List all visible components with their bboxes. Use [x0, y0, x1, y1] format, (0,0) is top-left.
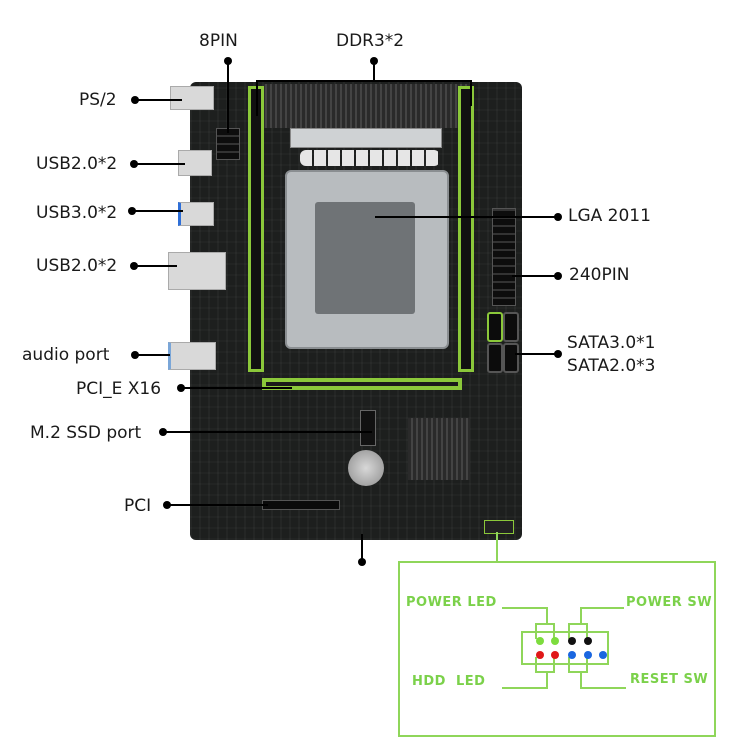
leader-dot	[131, 96, 139, 104]
label-sata3: SATA3.0*1	[567, 333, 656, 353]
vrm-caps	[300, 150, 440, 166]
sata3-port	[487, 312, 503, 342]
sata2-port-3	[503, 343, 519, 373]
pin-power-sw-1	[568, 637, 576, 645]
dimm-slot-2	[458, 86, 474, 372]
reset-sw-line	[580, 671, 582, 689]
hdd-led-bracket	[535, 657, 555, 673]
label-usb30: USB3.0*2	[36, 203, 118, 223]
vrm-heatsink	[262, 84, 472, 128]
label-ddr3: DDR3*2	[336, 31, 405, 51]
label-pcie-x16: PCI_E X16	[76, 379, 162, 399]
leader-line	[168, 504, 268, 506]
leader-line	[515, 353, 557, 355]
power-led-line	[502, 607, 548, 609]
leader-line	[182, 387, 292, 389]
audio-jack	[168, 342, 216, 370]
leader-dot	[358, 558, 366, 566]
label-power-sw: POWER SW	[626, 595, 713, 610]
leader-dot	[130, 262, 138, 270]
leader-line	[135, 265, 177, 267]
pin-extra	[599, 651, 607, 659]
leader-line	[375, 216, 555, 218]
label-m2-ssd-port: M.2 SSD port	[30, 423, 142, 443]
label-audio-port: audio port	[22, 345, 110, 365]
sata2-port-2	[487, 343, 503, 373]
label-ps2: PS/2	[79, 90, 117, 110]
lga2011-socket	[285, 170, 449, 349]
chipset-heatsink	[408, 418, 470, 480]
leader-line	[512, 275, 556, 277]
leader-dot	[554, 350, 562, 358]
label-hdd-led: HDD LED	[412, 674, 486, 689]
panel-connector-line	[496, 532, 498, 562]
vrm-chokes	[290, 128, 442, 148]
pin-power-sw-2	[584, 637, 592, 645]
sata2-port-1	[503, 312, 519, 342]
atx-24pin-connector	[492, 208, 516, 306]
pin-power-led-1	[536, 637, 544, 645]
leader-dot	[131, 351, 139, 359]
label-240pin: 240PIN	[569, 265, 630, 285]
leader-dot	[130, 160, 138, 168]
pci-slot	[262, 500, 340, 510]
leader-dot	[163, 501, 171, 509]
leader-line	[361, 534, 363, 560]
socket-cpu-area	[315, 202, 415, 314]
pin-power-led-2	[551, 637, 559, 645]
pcie-slot-channel	[266, 382, 458, 386]
leader-line	[227, 61, 229, 133]
pin-reset-sw-1	[568, 651, 576, 659]
label-usb20-bottom: USB2.0*2	[36, 256, 118, 276]
leader-line	[256, 80, 472, 82]
leader-line	[164, 431, 372, 433]
leader-dot	[554, 272, 562, 280]
pin-header-box	[521, 631, 609, 665]
label-power-led: POWER LED	[406, 595, 497, 610]
hdd-led-line	[546, 671, 548, 689]
hdd-led-line	[502, 687, 548, 689]
pin-hdd-led-2	[551, 651, 559, 659]
front-panel-header	[484, 520, 514, 534]
label-reset-sw: RESET SW	[630, 672, 709, 687]
leader-line	[133, 210, 183, 212]
leader-dot	[554, 213, 562, 221]
leader-line	[136, 354, 170, 356]
power-sw-line	[580, 607, 624, 609]
usb30-port	[178, 202, 214, 226]
leader-dot	[177, 384, 185, 392]
m2-slot	[360, 410, 376, 446]
dimm-slot-1	[248, 86, 264, 372]
power-sw-line	[580, 607, 582, 623]
label-usb20-top: USB2.0*2	[36, 154, 118, 174]
usb20-bottom-port	[168, 252, 226, 290]
leader-dot	[159, 428, 167, 436]
reset-sw-line	[580, 687, 626, 689]
pin-hdd-led-1	[536, 651, 544, 659]
label-lga2011: LGA 2011	[568, 206, 651, 226]
leader-line	[373, 61, 375, 81]
leader-line	[135, 163, 185, 165]
leader-line	[256, 80, 258, 116]
label-pci: PCI	[124, 496, 152, 516]
pcie-x16-slot	[262, 378, 462, 390]
label-sata2: SATA2.0*3	[567, 356, 656, 376]
front-panel-diagram: POWER LED POWER SW HDD LED RESET SW	[398, 561, 716, 737]
ps2-port	[170, 86, 214, 110]
reset-sw-bracket	[568, 657, 588, 673]
cmos-battery	[348, 450, 384, 486]
power-led-line	[546, 607, 548, 623]
leader-dot	[128, 207, 136, 215]
pin-reset-sw-2	[584, 651, 592, 659]
label-8pin: 8PIN	[199, 31, 238, 51]
leader-line	[136, 99, 182, 101]
leader-line	[470, 80, 472, 106]
